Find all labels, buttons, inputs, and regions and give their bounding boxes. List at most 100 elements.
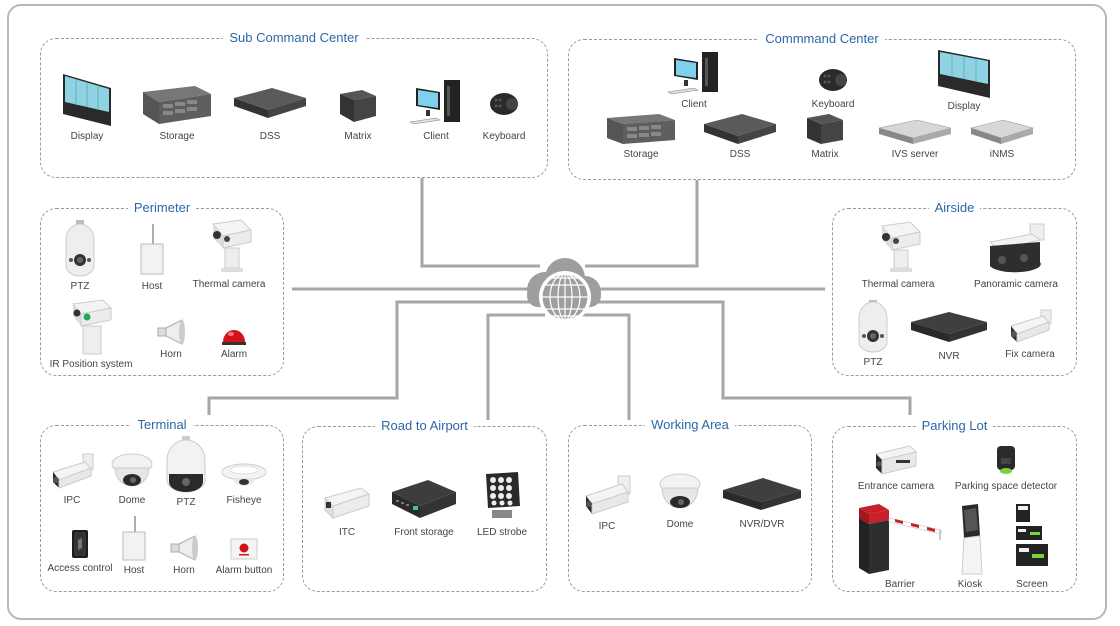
device-client: Client	[639, 50, 749, 110]
horn-icon	[170, 535, 198, 561]
matrix-icon	[340, 90, 376, 122]
device-ptz: PTZ	[25, 220, 135, 292]
group-sub-command-center: Sub Command Center	[40, 30, 548, 178]
device-ptz: PTZ	[818, 300, 928, 368]
device-thermal-camera: Thermal camera	[174, 218, 284, 290]
dome-camera-icon	[659, 473, 701, 509]
device-keyboard: Keyboard	[449, 86, 559, 142]
group-command-center: Commmand Center	[568, 31, 1076, 180]
device-label: IPC	[598, 521, 616, 532]
device-label: Keyboard	[482, 131, 526, 142]
device-ivs-server: IVS server	[860, 118, 970, 160]
device-label: PTZ	[176, 497, 196, 508]
device-itc: ITC	[292, 484, 402, 538]
storage-server-icon	[607, 114, 675, 144]
device-label: PTZ	[863, 357, 883, 368]
device-label: Fix camera	[1005, 349, 1055, 360]
device-alarm-button: Alarm button	[189, 536, 299, 576]
device-label: Keyboard	[811, 99, 855, 110]
alarm-host-icon	[140, 224, 164, 275]
group-road-to-airport: Road to Airport	[302, 418, 547, 592]
device-barrier: Barrier	[845, 502, 955, 590]
device-label: Host	[123, 565, 145, 576]
device-storage: Storage	[122, 80, 232, 142]
device-label: Screen	[1016, 579, 1048, 590]
bullet-camera-icon	[52, 453, 94, 489]
group-title: Working Area	[645, 417, 735, 432]
device-thermal-camera: Thermal camera	[843, 220, 953, 290]
fisheye-camera-icon	[221, 463, 267, 486]
device-keyboard: Keyboard	[778, 66, 888, 110]
group-parking-lot: Parking Lot	[832, 418, 1077, 592]
access-control-icon	[72, 530, 88, 558]
device-horn: Horn	[116, 318, 226, 360]
group-perimeter: Perimeter	[40, 200, 284, 376]
ptz-camera-icon	[65, 220, 95, 277]
device-label: Horn	[160, 349, 182, 360]
device-parking-space-detector: Parking space detector	[951, 444, 1061, 492]
joystick-keyboard-icon	[490, 93, 518, 115]
device-label: NVR/DVR	[739, 519, 785, 530]
device-kiosk: Kiosk	[915, 502, 1025, 590]
device-label: DSS	[729, 149, 751, 160]
device-dome: Dome	[625, 472, 735, 530]
device-label: Client	[681, 99, 707, 110]
device-label: Horn	[173, 565, 195, 576]
device-label: Storage	[159, 131, 195, 142]
dome-camera-icon	[111, 453, 153, 487]
group-title: Airside	[928, 200, 981, 215]
device-dome: Dome	[77, 452, 187, 506]
device-label: IPC	[63, 495, 81, 506]
group-title: Road to Airport	[375, 418, 474, 433]
device-label: Host	[141, 281, 163, 292]
device-nvr: NVR	[894, 308, 1004, 362]
device-label: PTZ	[70, 281, 90, 292]
alarm-light-icon	[222, 330, 246, 345]
device-alarm: Alarm	[179, 322, 289, 360]
device-ptz: PTZ	[131, 436, 241, 508]
device-matrix: Matrix	[303, 84, 413, 142]
device-label: IR Position system	[49, 359, 133, 370]
wire-working-area	[580, 313, 631, 420]
dss-server-icon	[704, 114, 776, 144]
kiosk-icon	[961, 504, 983, 575]
device-label: Alarm button	[215, 565, 273, 576]
device-ipc: IPC	[552, 474, 662, 532]
device-label: Display	[70, 131, 104, 142]
group-title: Parking Lot	[915, 418, 994, 433]
device-panoramic-camera: Panoramic camera	[961, 222, 1071, 290]
wire-road-to-airport	[486, 313, 545, 420]
device-fix-camera: Fix camera	[975, 308, 1085, 360]
inms-server-icon	[969, 119, 1035, 144]
group-terminal: Terminal	[40, 417, 284, 592]
device-client: Client	[381, 78, 491, 142]
led-strobe-icon	[486, 472, 520, 518]
device-matrix: Matrix	[770, 112, 880, 160]
nvr-icon	[911, 312, 987, 342]
device-display: Display	[32, 72, 142, 142]
device-label: Display	[947, 101, 981, 112]
device-label: Barrier	[884, 579, 915, 590]
device-access-control: Access control	[25, 528, 135, 574]
device-label: Dome	[666, 519, 694, 530]
video-wall-icon	[938, 50, 990, 98]
video-wall-icon	[63, 74, 111, 126]
alarm-button-icon	[230, 538, 258, 560]
diagram-frame	[7, 4, 1107, 620]
device-label: Matrix	[811, 149, 839, 160]
bullet-camera-icon	[585, 475, 631, 515]
bullet-camera-icon	[1010, 309, 1052, 343]
device-label: Fisheye	[226, 495, 262, 506]
ptz-camera-icon	[166, 436, 206, 493]
wire-sub-command-center	[420, 178, 540, 268]
device-label: Panoramic camera	[974, 279, 1058, 290]
device-host: Host	[79, 516, 189, 576]
device-label: Parking space detector	[954, 481, 1058, 492]
group-airside: Airside	[832, 200, 1077, 376]
parking-detector-icon	[997, 446, 1015, 474]
ptz-camera-icon	[858, 300, 888, 353]
client-pc-icon	[667, 52, 718, 95]
entrance-camera-icon	[875, 445, 917, 475]
thermal-camera-icon	[212, 219, 253, 272]
